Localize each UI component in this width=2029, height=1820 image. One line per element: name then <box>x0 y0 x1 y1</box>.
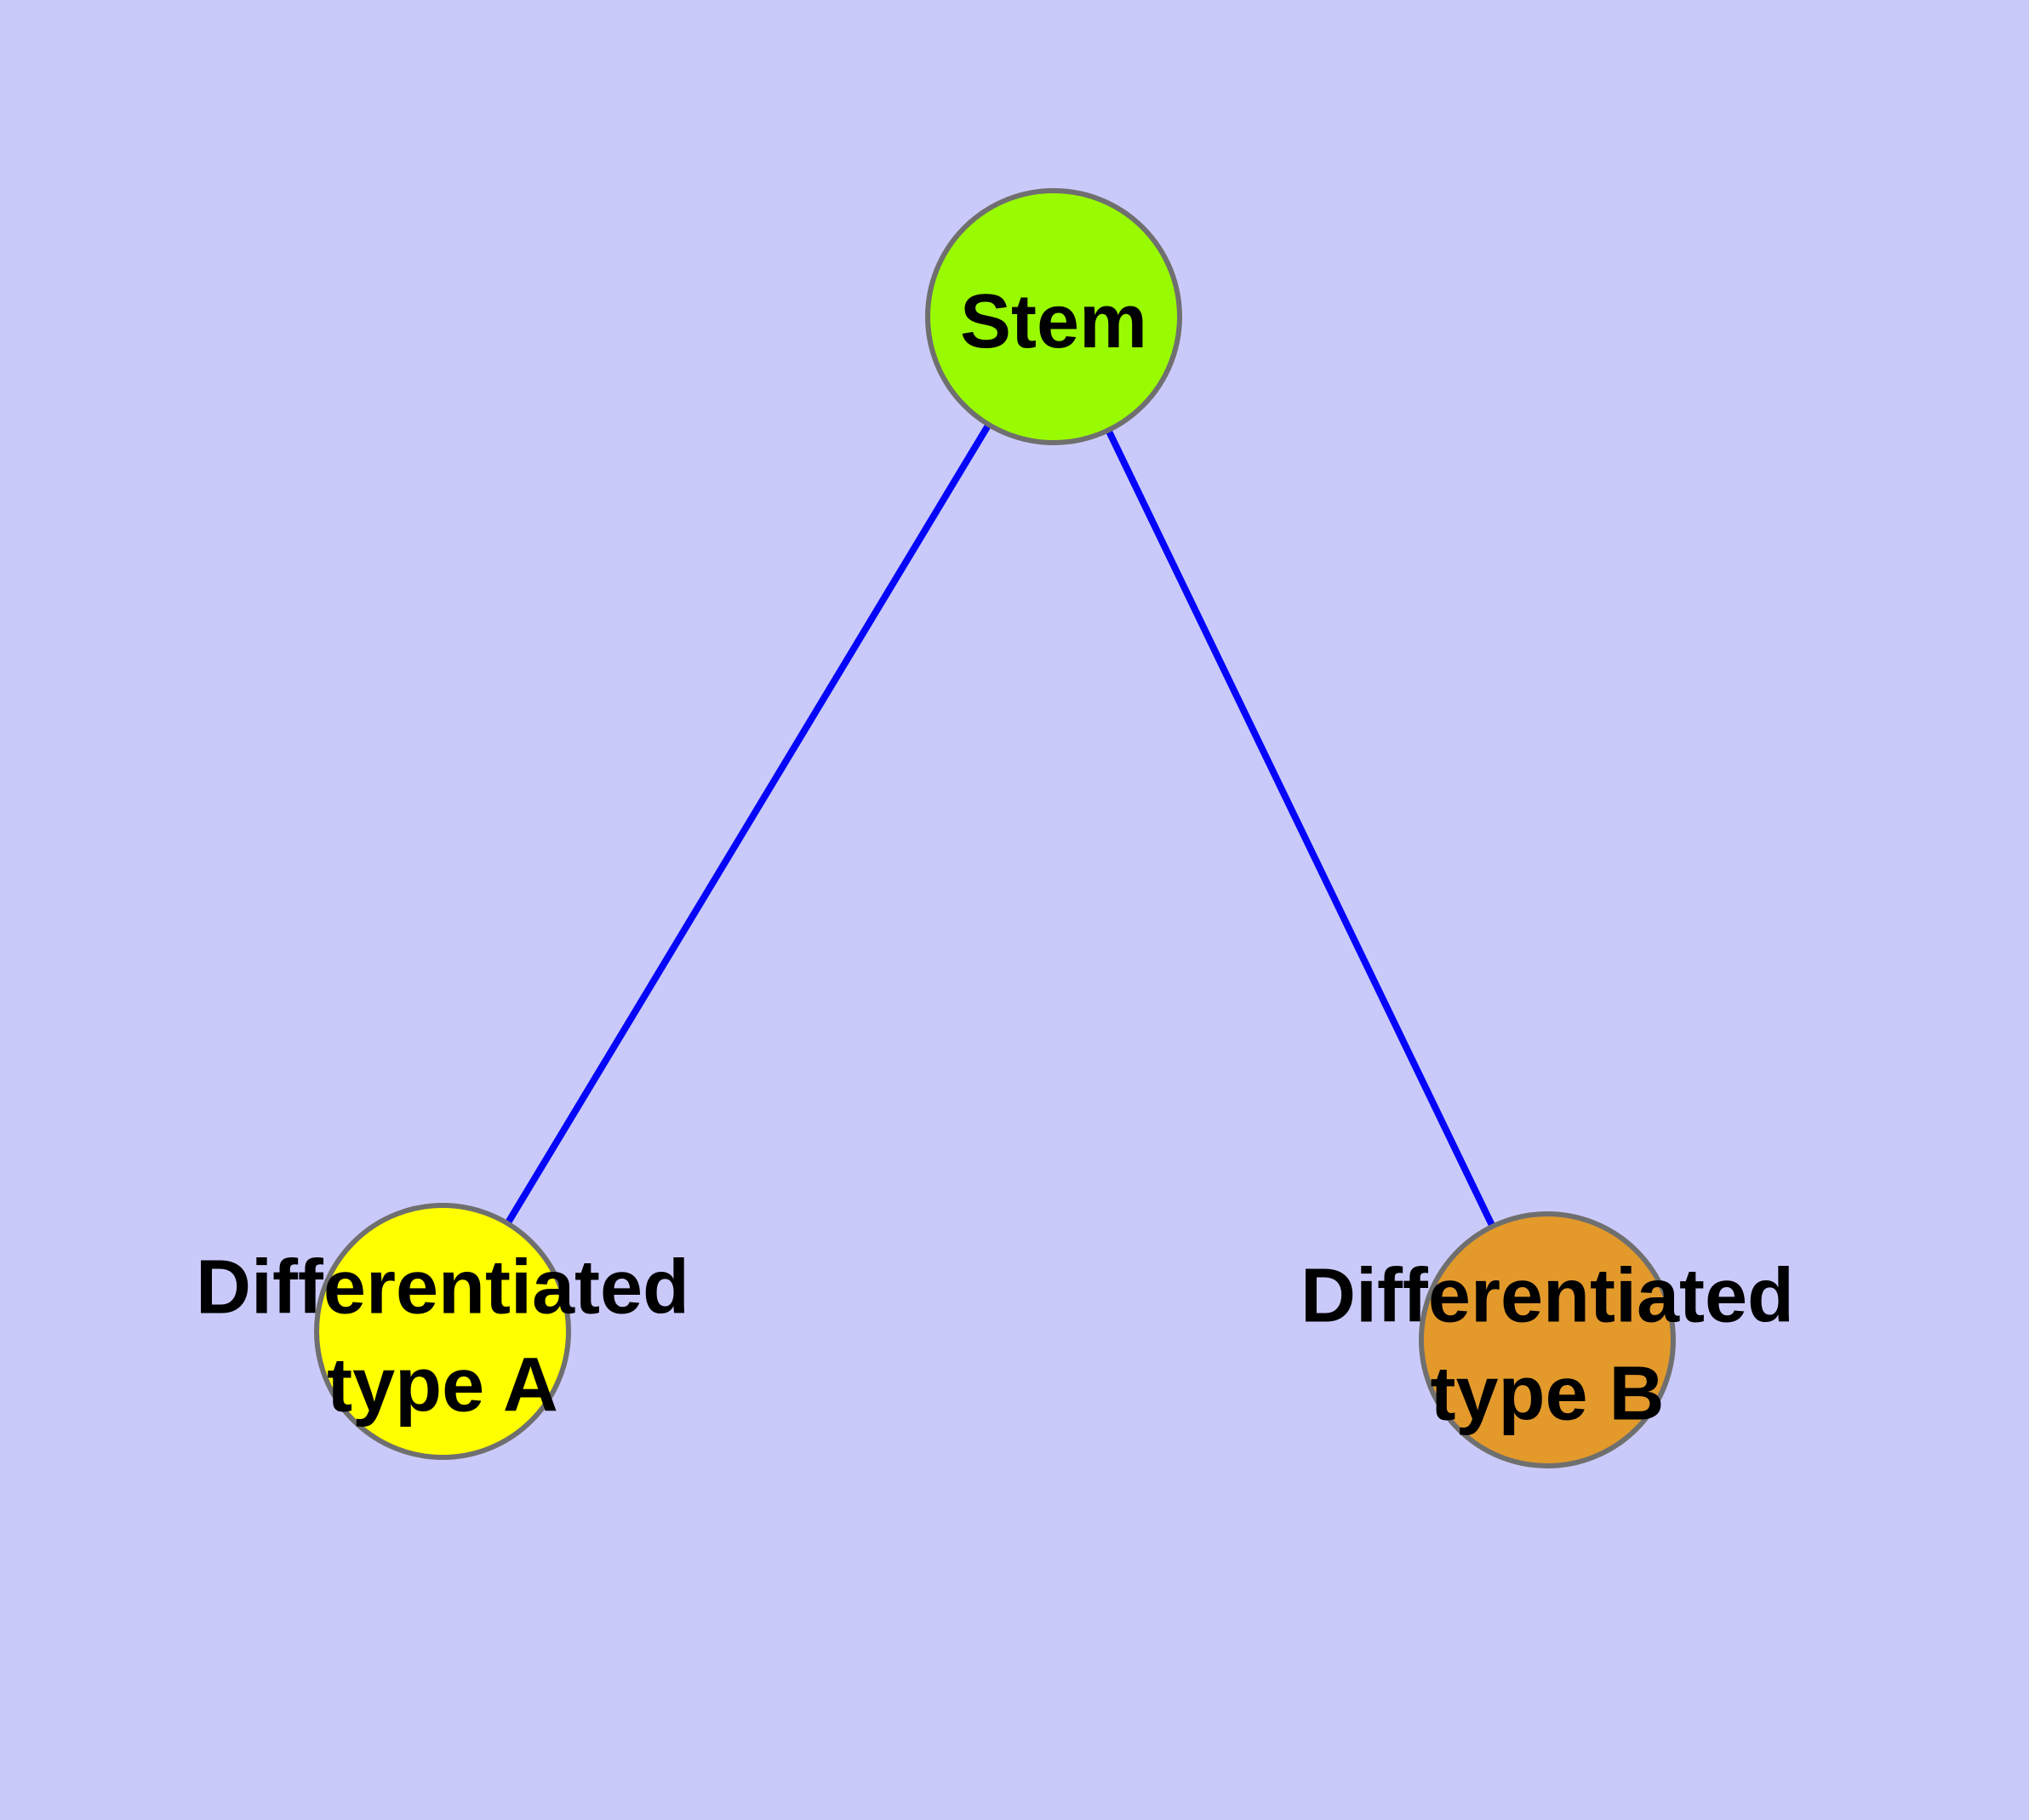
node-differentiated-type-b[interactable]: Differentiated type B <box>1300 1211 1794 1468</box>
node-stem-label: Stem <box>960 279 1147 364</box>
node-differentiated-type-a-label-line-1: Differentiated <box>196 1245 689 1331</box>
node-differentiated-type-a-circle[interactable] <box>314 1203 571 1460</box>
node-stem[interactable]: Stem <box>925 188 1182 445</box>
edge-stem-to-type-a <box>439 314 1057 1334</box>
edge-stem-to-type-b <box>1050 315 1551 1342</box>
node-differentiated-type-b-label-line-2: type B <box>1430 1352 1664 1437</box>
node-differentiated-type-b-circle[interactable] <box>1419 1211 1676 1468</box>
node-stem-circle[interactable] <box>925 188 1182 445</box>
node-differentiated-type-a[interactable]: Differentiated type A <box>196 1203 689 1460</box>
node-differentiated-type-b-label-line-1: Differentiated <box>1300 1254 1794 1339</box>
node-differentiated-type-a-label-line-2: type A <box>327 1343 558 1428</box>
